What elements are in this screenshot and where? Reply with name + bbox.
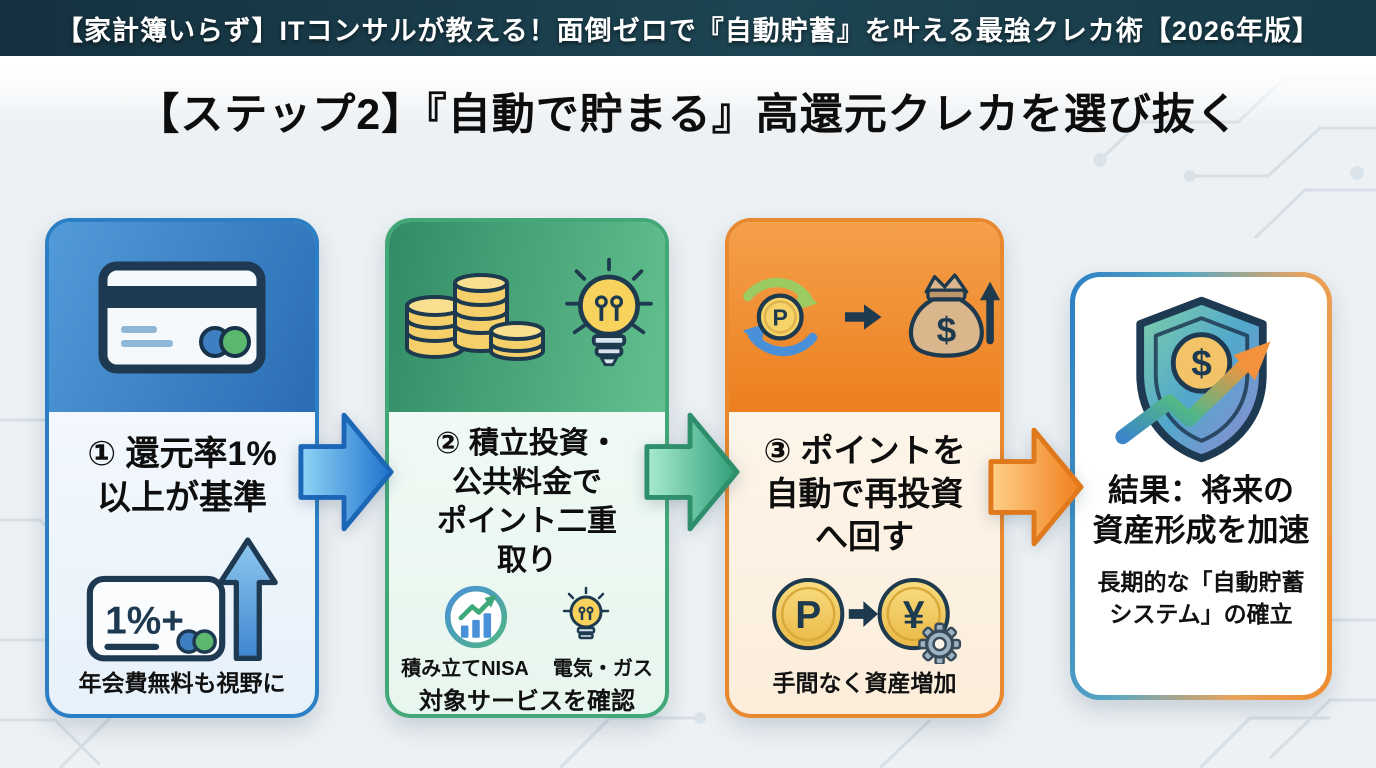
page-title: 【ステップ2】『自動で貯まる』高還元クレカを選び抜く [136, 91, 1240, 139]
step1-title-line: ① 還元率1% [87, 435, 277, 473]
step2-icon-labels: 積み立てNISA 電気・ガス [401, 652, 653, 681]
result-card: $ 結果：将来の 資産形成を加速 長期的な「自動貯蓄 システム」の確立 [1070, 272, 1332, 700]
top-banner: 【家計簿いらず】ITコンサルが教える！面倒ゼロで『自動貯蓄』を叶える最強クレカ術… [0, 0, 1376, 56]
step-card-3: P $ ③ ポイントを 自動で再投資 へ回す [725, 218, 1004, 718]
step1-body: ① 還元率1% 以上が基準 1%+ 年会費無料も視野に [49, 412, 315, 714]
result-sub-line: システム」の確立 [1109, 600, 1293, 627]
money-bag-icon: $ [908, 273, 1000, 358]
step2-title-line: ② 積立投資・ [435, 427, 619, 460]
right-arrow-glyph-icon [845, 304, 882, 330]
result-card-inner: $ 結果：将来の 資産形成を加速 長期的な「自動貯蓄 システム」の確立 [1075, 277, 1327, 695]
step1-title-line: 以上が基準 [97, 479, 267, 518]
top-fade [0, 56, 1376, 126]
nisa-label: 積み立てNISA [401, 658, 529, 680]
step2-header [389, 222, 665, 412]
step2-title-line: ポイント二重 [437, 505, 617, 538]
yen-coin-letter: ¥ [902, 594, 924, 637]
result-title-line: 結果：将来の [1108, 473, 1294, 508]
point-coin-letter: P [795, 594, 821, 637]
step1-header [49, 222, 315, 412]
step3-header: P $ [729, 222, 1000, 412]
step2-body: ② 積立投資・ 公共料金で ポイント二重 取り [389, 412, 665, 714]
result-title-line: 資産形成を加速 [1092, 513, 1310, 549]
step2-title: ② 積立投資・ 公共料金で ポイント二重 取り [435, 424, 619, 580]
step3-title: ③ ポイントを 自動で再投資 へ回す [763, 430, 965, 559]
step1-title: ① 還元率1% 以上が基準 [87, 432, 276, 520]
result-subtext: 長期的な「自動貯蓄 システム」の確立 [1098, 566, 1305, 630]
point-recycle-icon: P [742, 277, 818, 357]
step2-title-line: 取り [497, 544, 557, 577]
flow-arrow-1-icon [298, 412, 394, 532]
flow-arrow-2-icon [644, 412, 740, 532]
result-title: 結果：将来の 資産形成を加速 [1093, 471, 1310, 552]
result-sub-line: 長期的な「自動貯蓄 [1097, 568, 1305, 595]
utility-label: 電気・ガス [552, 658, 653, 680]
credit-card-icon [98, 261, 266, 373]
cashback-rate-badge-icon: 1%+ [86, 537, 278, 662]
step3-title-line: ③ ポイントを [763, 432, 966, 469]
step3-body: ③ ポイントを 自動で再投資 へ回す P ¥ [729, 412, 1000, 714]
utility-lightbulb-icon [562, 586, 610, 640]
step2-footnote: 対象サービスを確認 [419, 688, 635, 715]
step3-title-line: へ回す [814, 517, 914, 555]
step2-title-line: 公共料金で [452, 466, 602, 499]
flow-arrow-3-icon [988, 427, 1084, 547]
step3-title-line: 自動で再投資 [765, 474, 964, 512]
nisa-growth-chart-icon [444, 585, 508, 649]
shield-growth-icon: $ [1114, 296, 1271, 463]
step2-icon-row [443, 584, 611, 650]
shield-dollar-symbol: $ [1191, 343, 1212, 384]
gear-icon [917, 622, 961, 664]
moneybag-symbol: $ [936, 311, 956, 350]
badge-text: 1%+ [105, 600, 184, 643]
step-card-1: ① 還元率1% 以上が基準 1%+ 年会費無料も視野に [45, 218, 319, 718]
lightbulb-icon [565, 257, 653, 367]
step-card-2: ② 積立投資・ 公共料金で ポイント二重 取り [385, 218, 669, 718]
coin-stacks-icon [405, 273, 545, 361]
recycle-point-letter: P [773, 305, 788, 331]
point-to-yen-conversion-icon: P ¥ [771, 577, 961, 664]
step1-footnote: 年会費無料も視野に [78, 670, 286, 696]
step3-footnote: 手間なく資産増加 [772, 670, 957, 696]
banner-title: 【家計簿いらず】ITコンサルが教える！面倒ゼロで『自動貯蓄』を叶える最強クレカ術… [56, 15, 1320, 46]
